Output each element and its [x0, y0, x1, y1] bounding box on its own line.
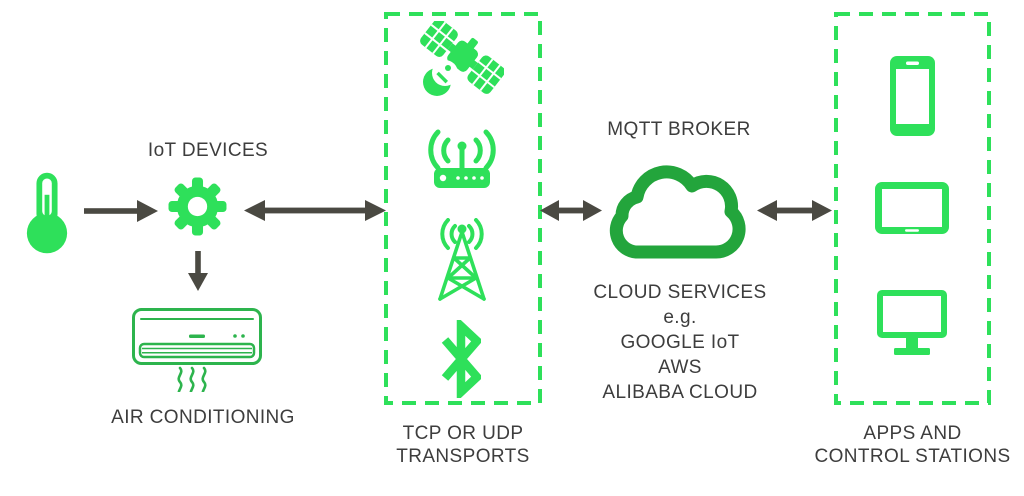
apps-label-line1: APPS AND	[863, 423, 962, 444]
arrow-sensor-to-devices	[84, 200, 158, 222]
tablet-icon	[875, 182, 949, 234]
radio-tower-icon	[430, 218, 494, 302]
thermometer-icon	[24, 171, 70, 255]
gear-icon	[163, 172, 232, 241]
cloud-services-heading: CLOUD SERVICES	[593, 282, 767, 303]
transports-label-line2: TRANSPORTS	[396, 446, 530, 467]
mqtt-broker-label: MQTT BROKER	[607, 119, 751, 140]
iot-devices-label: IoT DEVICES	[147, 140, 269, 161]
desktop-monitor-icon	[877, 290, 947, 356]
cloud-services-eg: e.g.	[663, 307, 697, 328]
cloud-icon	[600, 156, 760, 266]
air-conditioning-label: AIR CONDITIONING	[111, 407, 295, 428]
air-conditioner-icon	[132, 308, 262, 392]
arrow-transports-broker	[540, 199, 602, 222]
apps-label-line2: CONTROL STATIONS	[814, 446, 1011, 467]
bluetooth-icon	[441, 320, 481, 398]
transports-label: TCP OR UDP TRANSPORTS	[372, 422, 554, 468]
wifi-router-icon	[426, 124, 498, 190]
cloud-services-block: CLOUD SERVICES e.g. GOOGLE IoT AWS ALIBA…	[576, 280, 784, 405]
arrow-broker-apps	[757, 199, 832, 222]
apps-label: APPS AND CONTROL STATIONS	[809, 422, 1016, 468]
cloud-provider-alibaba: ALIBABA CLOUD	[602, 382, 758, 403]
cloud-provider-google: GOOGLE IoT	[620, 332, 740, 353]
transports-label-line1: TCP OR UDP	[402, 423, 524, 444]
apps-box	[834, 12, 991, 405]
cloud-provider-aws: AWS	[658, 357, 702, 378]
arrow-devices-transports	[244, 199, 386, 222]
transports-box	[384, 12, 542, 405]
satellite-icon	[420, 21, 504, 99]
smartphone-icon	[890, 56, 935, 136]
arrow-devices-to-ac	[188, 251, 208, 291]
